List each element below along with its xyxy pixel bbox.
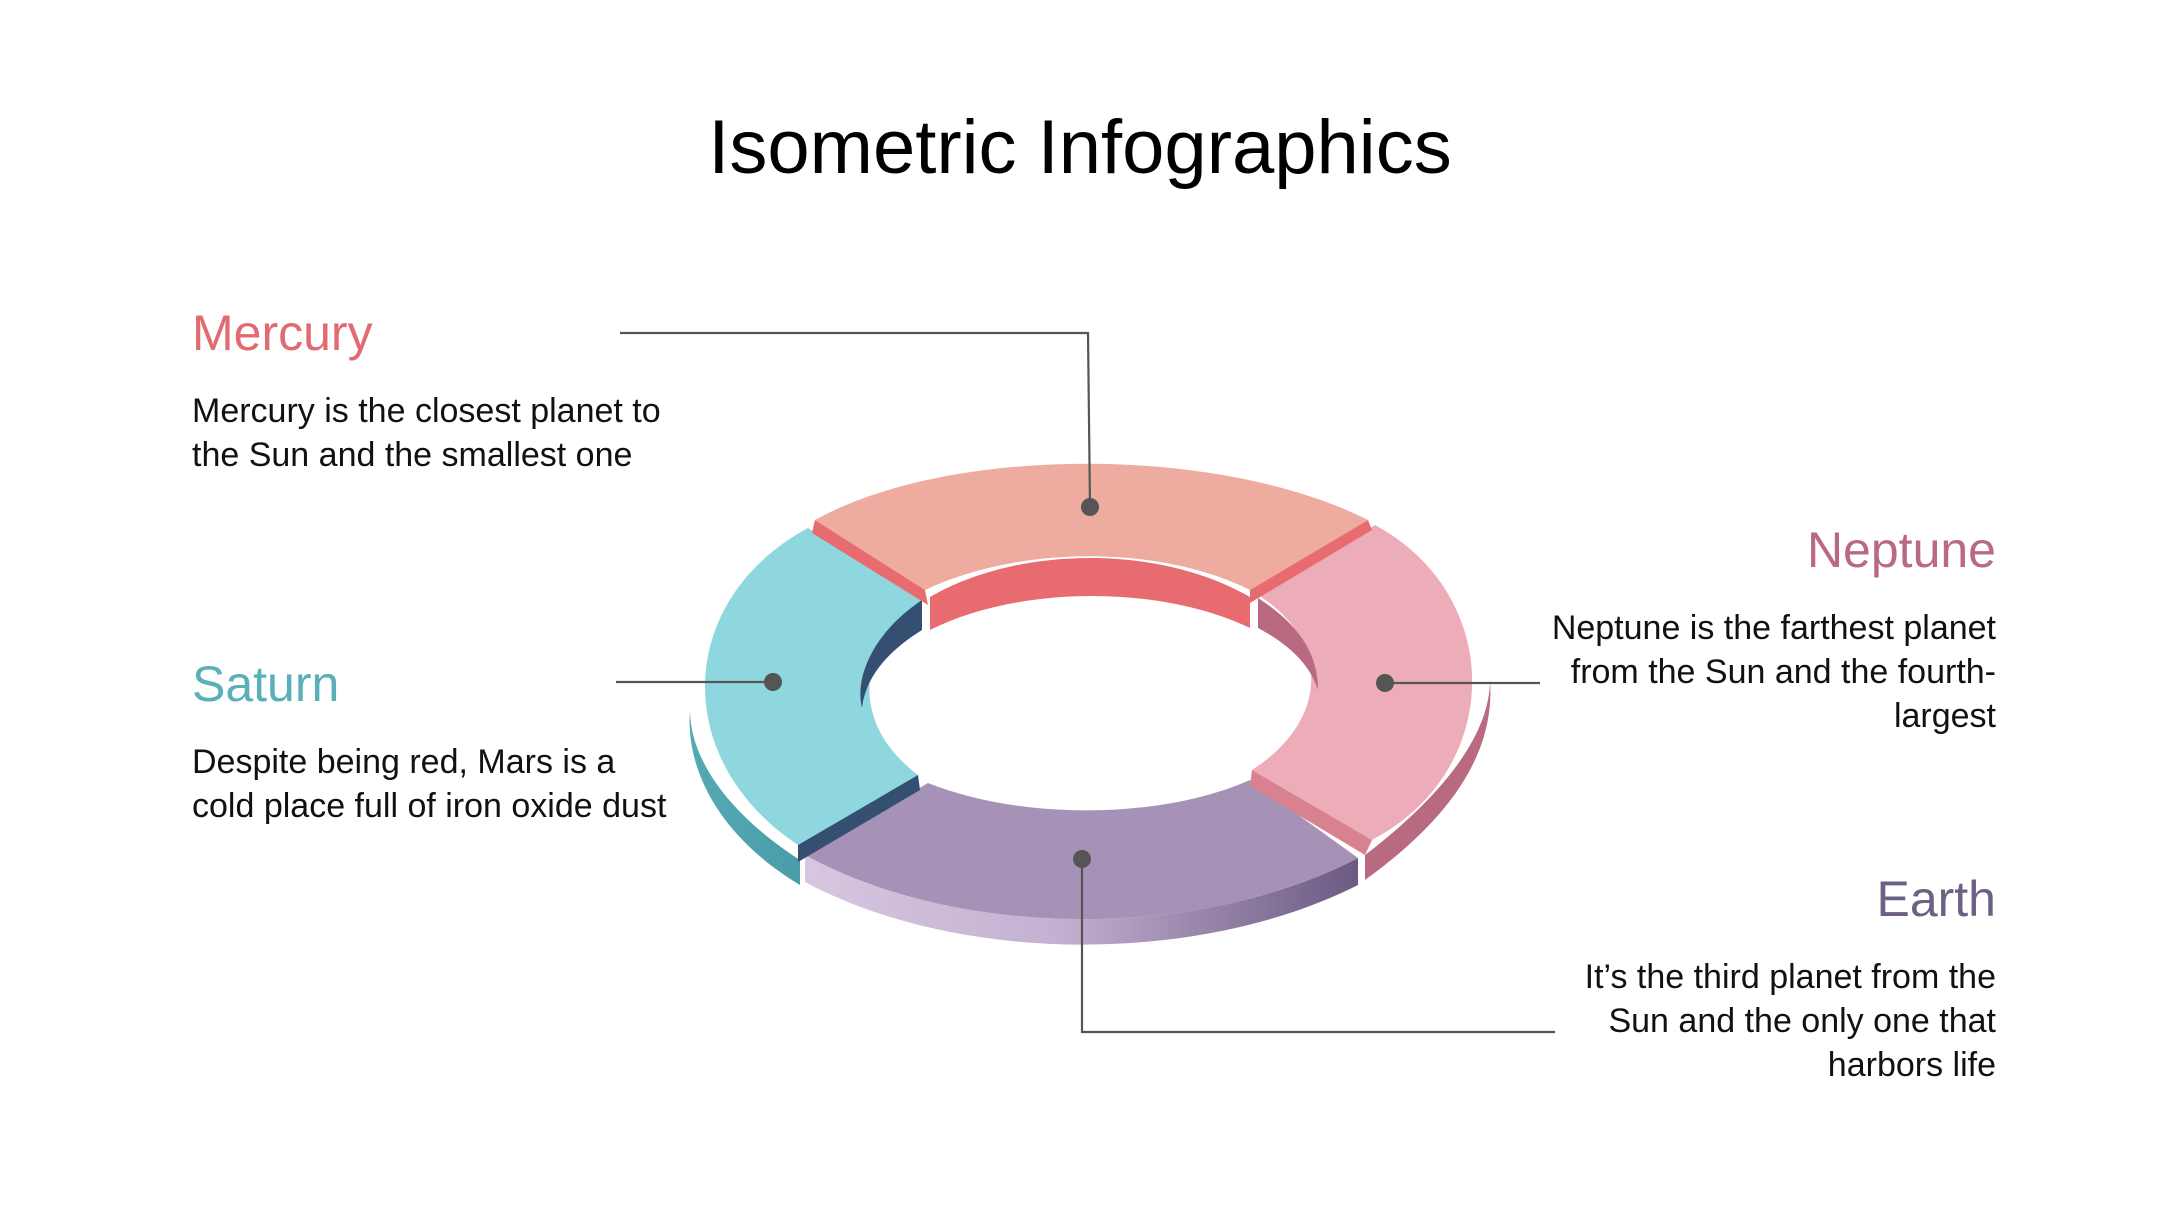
neptune-description: Neptune is the farthest planet from the … — [1551, 609, 1996, 735]
earth-segment-top — [805, 780, 1358, 920]
saturn-description: Despite being red, Mars is a cold place … — [192, 743, 667, 825]
mercury-segment-edge — [812, 520, 928, 605]
earth-heading: Earth — [1876, 871, 1996, 927]
saturn-heading: Saturn — [192, 656, 340, 712]
mercury-segment-inner-wall — [930, 558, 1250, 630]
saturn-segment-edge — [798, 775, 920, 862]
earth-description: It’s the third planet from the Sun and t… — [1584, 958, 1996, 1084]
mercury-connector-line — [620, 331, 1092, 508]
neptune-info: Neptune Neptune is the farthest planet f… — [1516, 523, 1996, 738]
earth-segment-side — [805, 855, 1358, 945]
saturn-segment-inner-wall — [860, 600, 922, 708]
earth-connector-dot — [1073, 850, 1091, 868]
saturn-connector-dot — [764, 673, 782, 691]
earth-connector-line — [1080, 859, 1555, 1034]
saturn-segment-side — [689, 710, 800, 885]
neptune-segment-top — [1252, 525, 1473, 840]
neptune-segment-inner-wall — [1258, 598, 1318, 690]
mercury-info: Mercury Mercury is the closest planet to… — [192, 306, 672, 477]
saturn-info: Saturn Despite being red, Mars is a cold… — [192, 657, 672, 828]
mercury-segment-top — [815, 463, 1368, 590]
mercury-connector-dot — [1081, 498, 1099, 516]
neptune-segment-edge — [1250, 770, 1372, 855]
mercury-segment-edge-right — [1250, 520, 1372, 603]
page-title: Isometric Infographics — [708, 105, 1452, 190]
neptune-connector-dot — [1376, 674, 1394, 692]
mercury-heading: Mercury — [192, 305, 373, 361]
mercury-description: Mercury is the closest planet to the Sun… — [192, 392, 661, 474]
earth-info: Earth It’s the third planet from the Sun… — [1516, 872, 1996, 1087]
neptune-heading: Neptune — [1806, 522, 1996, 578]
saturn-segment-top — [705, 528, 925, 845]
neptune-segment-side — [1365, 680, 1491, 880]
